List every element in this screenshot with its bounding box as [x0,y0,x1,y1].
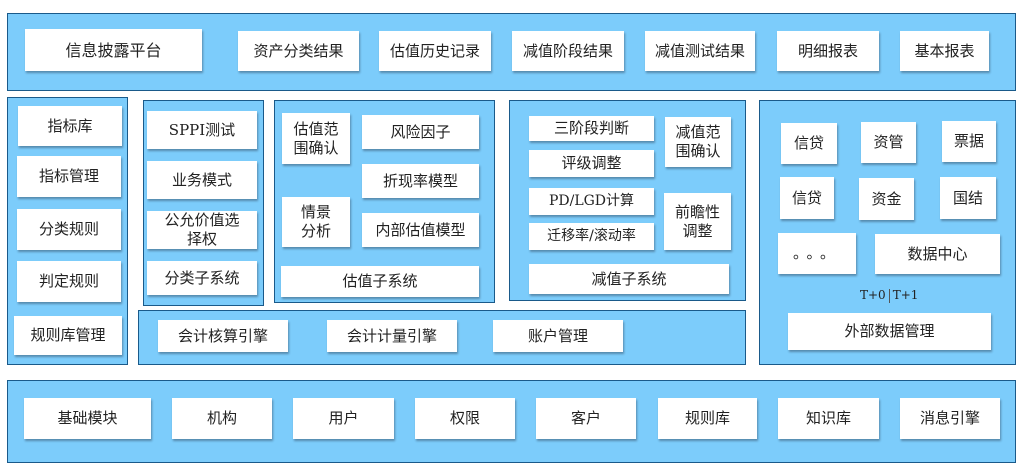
timing-t0: T+0 [860,288,886,302]
business-model[interactable]: 业务模式 [147,161,257,199]
impairment-test-result[interactable]: 减值测试结果 [645,31,755,71]
source-bills[interactable]: 票据 [942,121,996,162]
rating-adjustment[interactable]: 评级调整 [529,150,654,177]
impairment-stage-result[interactable]: 减值阶段结果 [512,31,624,71]
impairment-subsystem[interactable]: 减值子系统 [529,264,729,294]
accounting-engine[interactable]: 会计核算引擎 [158,320,288,352]
internal-valuation-model[interactable]: 内部估值模型 [362,213,479,247]
forward-looking-adjustment[interactable]: 前瞻性调整 [664,193,731,250]
fair-value-option[interactable]: 公允价值选择权 [147,211,257,249]
migration-roll-rate[interactable]: 迁移率/滚动率 [529,223,654,250]
data-center[interactable]: 数据中心 [875,234,1000,274]
judgment-rules[interactable]: 判定规则 [17,261,121,302]
impairment-scope-confirmation[interactable]: 减值范围确认 [665,117,731,167]
knowledge-base[interactable]: 知识库 [778,398,879,439]
organization[interactable]: 机构 [172,398,272,439]
timing-t1: T+1 [892,288,919,302]
account-management[interactable]: 账户管理 [493,320,623,352]
sppi-test-label: SPPI测试 [168,120,236,139]
source-international-settlement[interactable]: 国结 [940,177,996,219]
scenario-analysis[interactable]: 情景分析 [282,197,350,247]
rule-library[interactable]: 规则库 [658,398,757,439]
customer[interactable]: 客户 [536,398,636,439]
discount-rate-model[interactable]: 折现率模型 [362,164,479,198]
detail-report[interactable]: 明细报表 [777,31,879,71]
timing-separator [888,288,890,303]
timing-note: T+0 T+1 [860,288,918,303]
risk-factor[interactable]: 风险因子 [362,115,479,149]
classification-subsystem[interactable]: 分类子系统 [147,261,257,295]
base-module[interactable]: 基础模块 [24,398,151,439]
valuation-subsystem[interactable]: 估值子系统 [281,266,479,297]
classification-rules[interactable]: 分类规则 [17,209,121,250]
external-data-management[interactable]: 外部数据管理 [788,313,991,350]
pd-lgd-label: PD/LGD计算 [548,193,635,209]
measurement-engine[interactable]: 会计计量引擎 [327,320,457,352]
sppi-test[interactable]: SPPI测试 [147,111,257,149]
valuation-scope-confirmation[interactable]: 估值范围确认 [282,113,350,164]
user[interactable]: 用户 [293,398,394,439]
three-stage-judgment[interactable]: 三阶段判断 [529,116,654,141]
asset-classification-result[interactable]: 资产分类结果 [238,31,359,71]
indicator-library[interactable]: 指标库 [18,106,122,146]
indicator-management[interactable]: 指标管理 [17,156,121,197]
source-credit-2[interactable]: 信贷 [780,177,834,219]
rule-library-management[interactable]: 规则库管理 [14,316,122,355]
source-asset-management[interactable]: 资管 [861,122,916,163]
basic-report[interactable]: 基本报表 [900,31,989,71]
message-engine[interactable]: 消息引擎 [900,398,1000,439]
source-treasury[interactable]: 资金 [859,178,914,220]
source-more[interactable]: 。。。 [778,233,856,274]
valuation-history[interactable]: 估值历史记录 [379,31,491,71]
pd-lgd-calculation[interactable]: PD/LGD计算 [529,188,654,215]
info-disclosure-platform[interactable]: 信息披露平台 [25,29,202,71]
permission[interactable]: 权限 [415,398,515,439]
source-credit-1[interactable]: 信贷 [781,123,837,164]
